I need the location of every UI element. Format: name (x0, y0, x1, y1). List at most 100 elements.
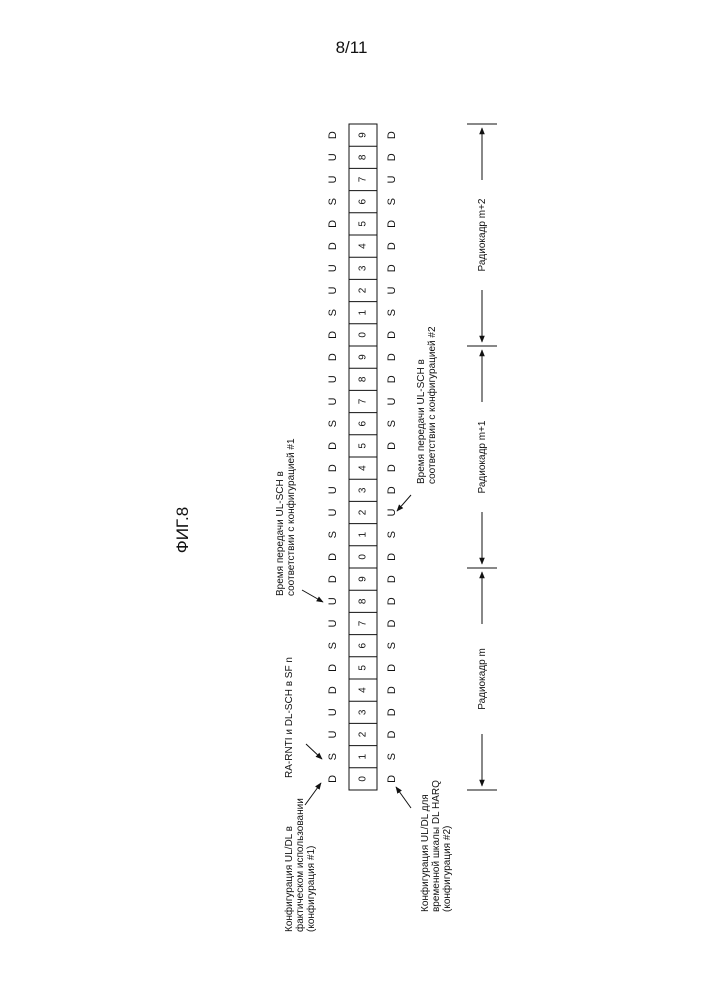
ulsch2-annotation: Время передачи UL-SCH в соответствии с к… (416, 326, 438, 484)
subframe-number: 0 (358, 332, 369, 338)
config1-subframe-type: S (327, 642, 339, 649)
ra-rnti-annotation: RA-RNTI и DL-SCH в SF n (284, 657, 295, 778)
config2-subframe-type: D (386, 775, 398, 783)
config1-subframe-type: S (327, 531, 339, 538)
subframe-number: 3 (358, 487, 369, 493)
config2-subframe-type: D (386, 353, 398, 361)
config1-subframe-type: U (327, 708, 339, 716)
config1-subframe-type: S (327, 198, 339, 205)
subframe-number: 4 (358, 687, 369, 693)
subframe-number: 1 (358, 753, 369, 759)
subframe-number: 2 (358, 731, 369, 737)
config1-subframe-type: U (327, 486, 339, 494)
config2-subframe-type: D (386, 553, 398, 561)
config2-subframe-type: D (386, 220, 398, 228)
config1-subframe-type: D (327, 353, 339, 361)
subframe-number: 8 (358, 154, 369, 160)
subframe-number: 5 (358, 665, 369, 671)
subframe-number: 5 (358, 443, 369, 449)
config2-subframe-type: U (386, 508, 398, 516)
radio-frame-m-label: Радиокадр m (477, 648, 488, 710)
config1-subframe-type: D (327, 775, 339, 783)
subframe-number: 1 (358, 309, 369, 315)
config2-subframe-type: D (386, 664, 398, 672)
config2-subframe-type: D (386, 686, 398, 694)
config2-subframe-type: S (386, 642, 398, 649)
config1-subframe-type: D (327, 664, 339, 672)
subframe-number: 2 (358, 509, 369, 515)
subframe-number: 8 (358, 598, 369, 604)
subframe-number: 5 (358, 221, 369, 227)
config2-subframe-type: U (386, 286, 398, 294)
config2-subframe-type: D (386, 331, 398, 339)
subframe-number: 6 (358, 198, 369, 204)
ulsch1-arrow (302, 590, 323, 602)
subframe-number: 4 (358, 465, 369, 471)
config2-arrow (396, 787, 411, 808)
config1-arrow (305, 783, 321, 805)
config2-subframe-type: D (386, 708, 398, 716)
radio-frame-m1-label: Радиокадр m+1 (477, 420, 488, 493)
config2-subframe-type: S (386, 198, 398, 205)
config1-subframe-type: U (327, 508, 339, 516)
subframe-number: 7 (358, 176, 369, 182)
radio-frame-m2-label: Радиокадр m+2 (477, 198, 488, 271)
subframe-number: 7 (358, 620, 369, 626)
subframe-number: 2 (358, 287, 369, 293)
config1-subframe-type: U (327, 264, 339, 272)
subframe-number-boxes: 0 1 2 3 4 5 6 7 8 9 0 1 2 3 4 5 6 7 8 9 0 1 2 3 4 5 6 7 8 9 (349, 124, 377, 790)
config1-subframe-type: D (327, 686, 339, 694)
config1-subframe-type: D (327, 464, 339, 472)
subframe-number: 3 (358, 265, 369, 271)
config2-subframe-type: S (386, 753, 398, 760)
subframe-number: 7 (358, 398, 369, 404)
config2-subframe-type: S (386, 309, 398, 316)
subframe-number: 4 (358, 243, 369, 249)
config1-subframe-type: U (327, 175, 339, 183)
config2-subframe-type: S (386, 531, 398, 538)
subframe-number: 9 (358, 132, 369, 138)
config1-subframe-type: U (327, 619, 339, 627)
config1-subframe-type: D (327, 131, 339, 139)
config2-subframe-type: D (386, 131, 398, 139)
config1-subframe-type: S (327, 420, 339, 427)
config2-subframe-type: U (386, 397, 398, 405)
config1-subframe-type: D (327, 242, 339, 250)
config1-subframe-type: U (327, 375, 339, 383)
ra-rnti-arrow (306, 744, 322, 759)
config2-subframe-type: D (386, 375, 398, 383)
config2-subframe-type: D (386, 264, 398, 272)
config1-subframe-type: S (327, 753, 339, 760)
config1-annotation: Конфигурация UL/DL в фактическом использ… (283, 795, 317, 932)
config1-subframe-type: D (327, 220, 339, 228)
subframe-number: 9 (358, 576, 369, 582)
config2-subframe-type: D (386, 486, 398, 494)
config2-subframe-type: D (386, 619, 398, 627)
config1-subframe-type: U (327, 286, 339, 294)
config2-subframe-type: D (386, 597, 398, 605)
ulsch2-arrow (397, 495, 411, 511)
subframe-number: 0 (358, 776, 369, 782)
subframe-number: 0 (358, 554, 369, 560)
config2-subframe-type: U (386, 175, 398, 183)
config1-subframe-type: D (327, 442, 339, 450)
subframe-number: 3 (358, 709, 369, 715)
subframe-number: 6 (358, 642, 369, 648)
ulsch1-annotation: Время передачи UL-SCH в соответствии с к… (275, 438, 297, 596)
config1-subframe-type: U (327, 397, 339, 405)
config2-subframe-type: D (386, 464, 398, 472)
config1-subframe-type: D (327, 575, 339, 583)
config2-annotation: Конфигурация UL/DL для временной шкалы D… (419, 777, 453, 912)
config1-subframe-type: D (327, 331, 339, 339)
subframe-number: 8 (358, 376, 369, 382)
config1-subframe-type: S (327, 309, 339, 316)
subframe-number: 9 (358, 354, 369, 360)
config2-subframe-type: S (386, 420, 398, 427)
config2-subframe-type: D (386, 575, 398, 583)
row-configuration-2: DSDDDDSDDDDSUDDDSUDDDSUDDDSUDD (386, 131, 398, 783)
config1-subframe-type: D (327, 553, 339, 561)
config1-subframe-type: U (327, 153, 339, 161)
subframe-number: 6 (358, 420, 369, 426)
subframe-number: 1 (358, 531, 369, 537)
